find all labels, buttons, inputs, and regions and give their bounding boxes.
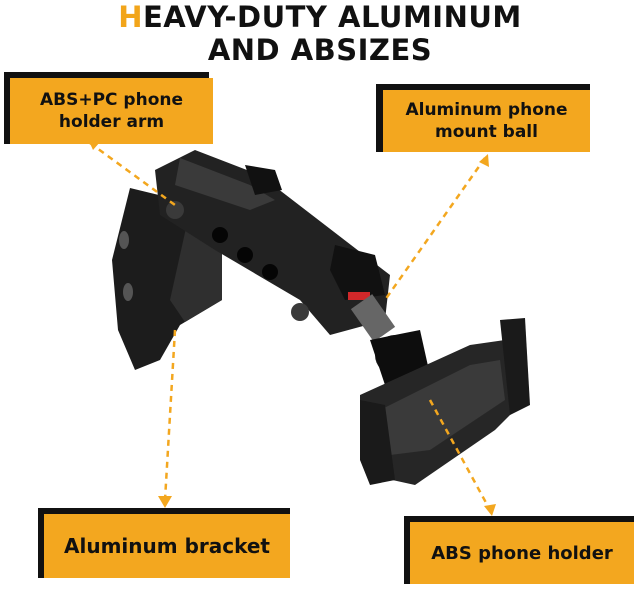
leader-holder bbox=[428, 399, 492, 511]
holder-label: ABS phone holder bbox=[410, 522, 634, 584]
arm-label: ABS+PC phone holder arm bbox=[10, 78, 213, 144]
leader-ball bbox=[383, 157, 487, 301]
ball-label-line-2: mount ball bbox=[435, 122, 538, 142]
headline-line-2: AND ABSIZES bbox=[207, 33, 433, 67]
arm-label-line-1: ABS+PC phone bbox=[39, 90, 184, 110]
bracket-label-text: Aluminum bracket bbox=[64, 534, 270, 558]
ball-label-line-1: Aluminum phone bbox=[405, 100, 568, 120]
headline-line-1: HEAVY-DUTY ALUMINUM bbox=[0, 0, 640, 34]
headline-line-1-rest: EAVY-DUTY ALUMINUM bbox=[143, 0, 522, 34]
holder-label-text: ABS phone holder bbox=[431, 542, 613, 564]
bracket-label: Aluminum bracket bbox=[44, 514, 290, 578]
arm-label-line-2: holder arm bbox=[58, 112, 165, 132]
ball-label: Aluminum phone mount ball bbox=[383, 90, 590, 152]
headline-initial: H bbox=[118, 0, 143, 34]
leader-bracket bbox=[163, 329, 177, 501]
